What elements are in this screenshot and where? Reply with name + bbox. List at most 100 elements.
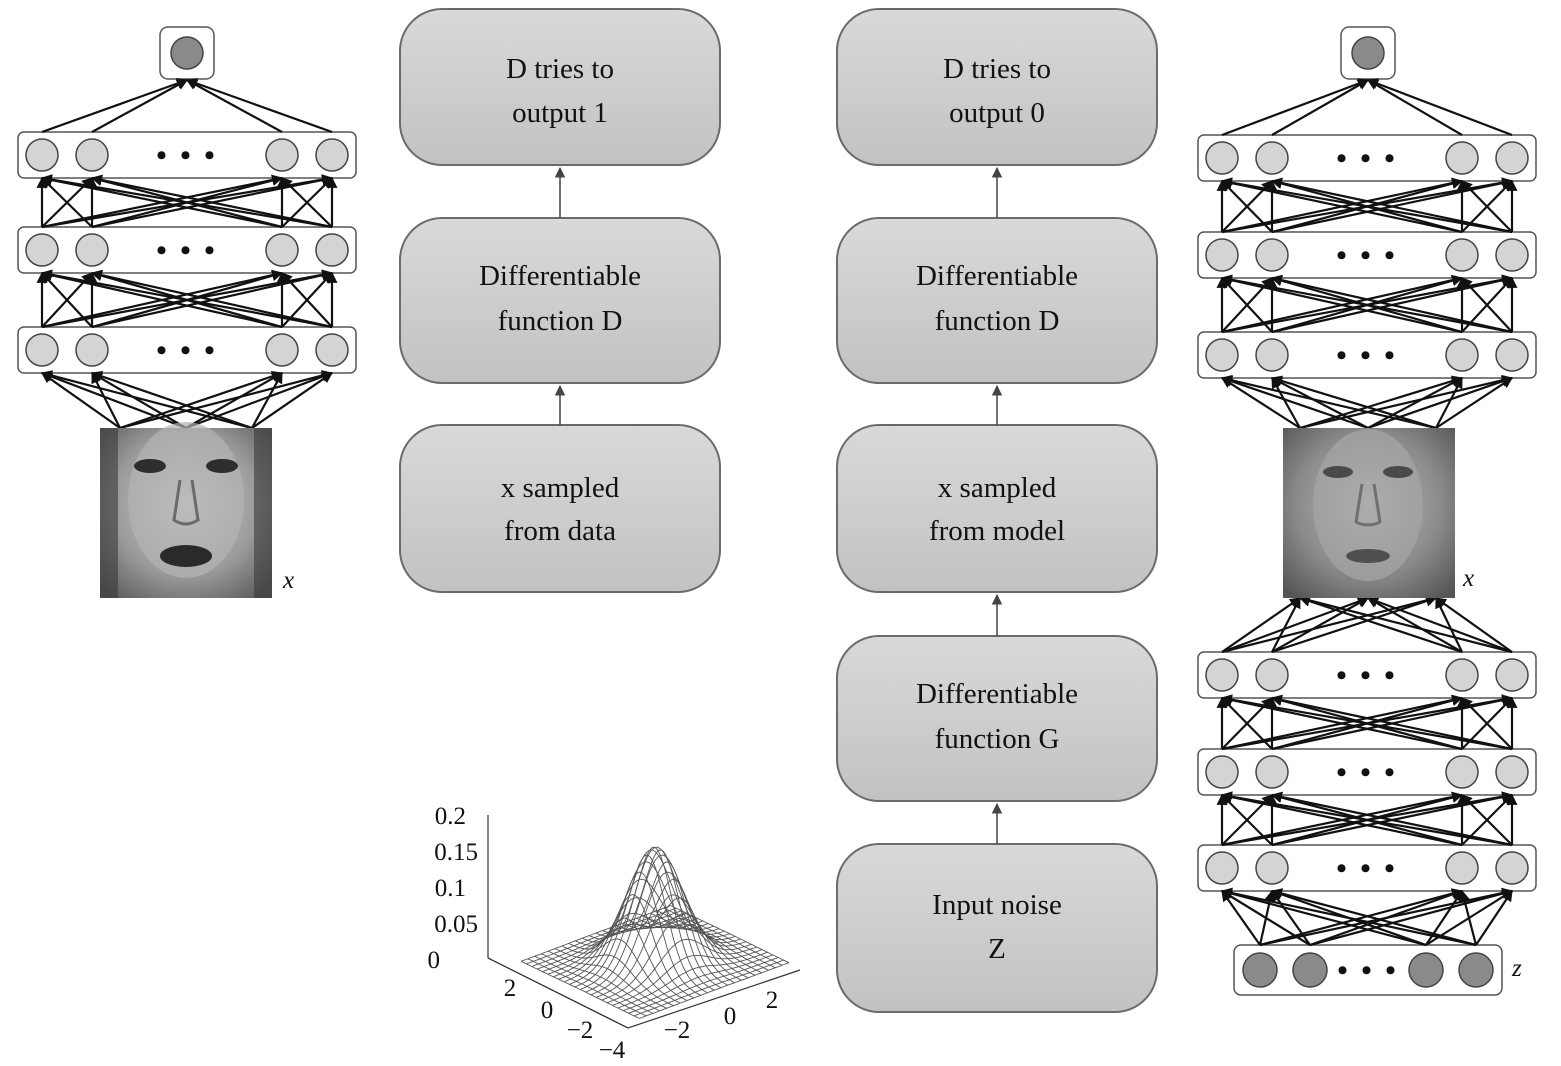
left-hidden-layer-1-ellipsis: • • • — [156, 334, 218, 367]
right-edges-sample-to-disc-edge — [1270, 375, 1437, 430]
mesh-line — [547, 918, 698, 975]
left-edges-layer1-2-edge — [40, 269, 333, 329]
right-edges-disc-1-2-edge — [1461, 277, 1513, 333]
left-hidden-layer-2-unit-4 — [315, 233, 349, 267]
z-tick-0: 0 — [428, 947, 441, 974]
model-sample-box: x sampled from model — [836, 424, 1158, 593]
x-tick-0: 0 — [541, 997, 554, 1024]
left-hidden-layer-3-unit-1 — [25, 138, 59, 172]
mesh-line — [656, 910, 776, 969]
z-tick-0.05: 0.05 — [434, 911, 478, 938]
mesh-line — [617, 951, 768, 1009]
right-edges-gen-to-sample-edge — [1435, 597, 1513, 653]
mesh-line — [561, 938, 681, 1004]
right-edges-gen-to-sample-edge — [1366, 596, 1513, 654]
y-tick-2: 2 — [766, 987, 779, 1014]
left-output-line1: D tries to — [506, 53, 614, 85]
x-tick-2: 2 — [504, 975, 517, 1002]
real-face-image — [100, 422, 272, 598]
left-edges-layer2-3-edge — [41, 177, 93, 228]
generated-sample-label: x — [1462, 565, 1474, 592]
right-disc-layer-1-ellipsis: • • • — [1336, 339, 1398, 372]
right-edges-noise-to-gen-edge — [1459, 889, 1478, 946]
right-output-unit — [1340, 26, 1396, 80]
left-edges-input-edge — [119, 370, 334, 430]
right-edges-noise-to-gen-edge — [1309, 889, 1464, 947]
left-edges-input-edge — [185, 372, 283, 429]
right-edges-disc-1-2-edge — [1221, 277, 1273, 333]
left-discriminator-box: Differentiable function D — [399, 217, 721, 384]
right-edges-gen-1-2 — [1216, 791, 1518, 847]
right-output-node — [1351, 36, 1385, 70]
right-edges-gen-to-sample-edge — [1271, 597, 1301, 653]
left-edges-input-edge — [251, 372, 333, 429]
right-disc-layer-1-unit-3 — [1445, 338, 1479, 372]
model-sample-line2: from model — [929, 515, 1065, 547]
right-edges-disc-2-3 — [1216, 177, 1518, 234]
right-gen-layer-3-unit-1 — [1205, 658, 1239, 692]
right-edges-gen-to-sample-edge — [1271, 595, 1438, 654]
right-disc-layer-3-ellipsis: • • • — [1336, 142, 1398, 175]
right-edges-gen-2-3 — [1216, 694, 1518, 751]
right-edges-gen-1-2-edge — [1270, 791, 1513, 847]
right-edges-gen-1-2-edge — [1220, 791, 1513, 847]
z-tick-0.2: 0.2 — [435, 803, 466, 830]
noise-unit-4 — [1458, 952, 1494, 988]
left-output-node — [170, 36, 204, 70]
right-gen-layer-3-unit-4 — [1495, 658, 1529, 692]
noise-unit-1 — [1242, 952, 1278, 988]
right-edges-gen-1-2-edge — [1461, 794, 1513, 846]
right-edges-sample-to-disc-edge — [1435, 377, 1463, 429]
right-edges-gen-to-sample-edge — [1271, 597, 1369, 653]
left-edges-input-edge — [119, 370, 284, 430]
right-gen-layer-1-ellipsis: • • • — [1336, 852, 1398, 885]
mesh-line — [553, 912, 704, 978]
right-gen-layer-1: • • • — [1197, 844, 1537, 892]
right-discriminator-line2: function D — [935, 305, 1060, 337]
right-disc-layer-1-unit-1 — [1205, 338, 1239, 372]
left-hidden-layer-3: • • • — [17, 131, 357, 179]
right-gen-layer-3-unit-3 — [1445, 658, 1479, 692]
left-discriminator-line1: Differentiable — [479, 260, 641, 292]
right-edges-gen-2-3-edge — [1220, 694, 1513, 751]
right-output-box: D tries to output 0 — [836, 8, 1158, 166]
left-hidden-layer-3-unit-3 — [265, 138, 299, 172]
left-edges-to-output-edge — [186, 79, 283, 133]
right-edges-noise-to-gen-edge — [1220, 887, 1477, 947]
right-edges-noise-to-gen — [1220, 887, 1514, 947]
right-discriminator-line1: Differentiable — [916, 260, 1078, 292]
right-edges-gen-to-sample-edge — [1298, 595, 1513, 654]
left-hidden-layer-2-unit-3 — [265, 233, 299, 267]
right-disc-layer-1-unit-2 — [1255, 338, 1289, 372]
input-noise-line2: Z — [988, 933, 1006, 965]
right-edges-disc-2-3-edge — [1461, 180, 1513, 233]
left-hidden-layer-3-ellipsis: • • • — [156, 139, 218, 172]
left-output-line2: output 1 — [512, 97, 608, 129]
noise-unit-2 — [1292, 952, 1328, 988]
generator-box: Differentiable function G — [836, 635, 1158, 802]
right-edges-noise-to-gen-edge — [1221, 890, 1311, 946]
left-edges-input-edge — [41, 372, 121, 429]
left-edges-layer2-3 — [36, 174, 338, 229]
left-edges-input-edge — [90, 371, 253, 430]
x-axis-line — [487, 957, 629, 1029]
noise-ellipsis: • • • — [1337, 954, 1399, 987]
left-edges-layer1-2-edge — [90, 269, 333, 329]
right-edges-disc-2-3-edge — [1270, 177, 1513, 234]
right-edges-sample-to-disc-edge — [1220, 376, 1369, 430]
left-edges-to-output-edge — [41, 78, 189, 134]
left-edges-to-output-edge — [91, 79, 188, 133]
right-edges-gen-to-sample — [1221, 595, 1513, 654]
right-edges-gen-to-sample-edge — [1221, 595, 1438, 654]
left-hidden-layer-3-unit-2 — [75, 138, 109, 172]
right-gen-layer-2-unit-1 — [1205, 755, 1239, 789]
left-hidden-layer-2-unit-2 — [75, 233, 109, 267]
x-tick-minus2: −2 — [567, 1017, 594, 1044]
generator-line2: function G — [935, 723, 1060, 755]
right-disc-layer-2-unit-3 — [1445, 238, 1479, 272]
right-edges-gen-2-3-edge — [1220, 694, 1463, 751]
right-disc-layer-1-unit-4 — [1495, 338, 1529, 372]
right-disc-layer-3-unit-1 — [1205, 141, 1239, 175]
right-gen-layer-2-unit-2 — [1255, 755, 1289, 789]
right-edges-disc-1-2-edge — [1220, 274, 1513, 334]
